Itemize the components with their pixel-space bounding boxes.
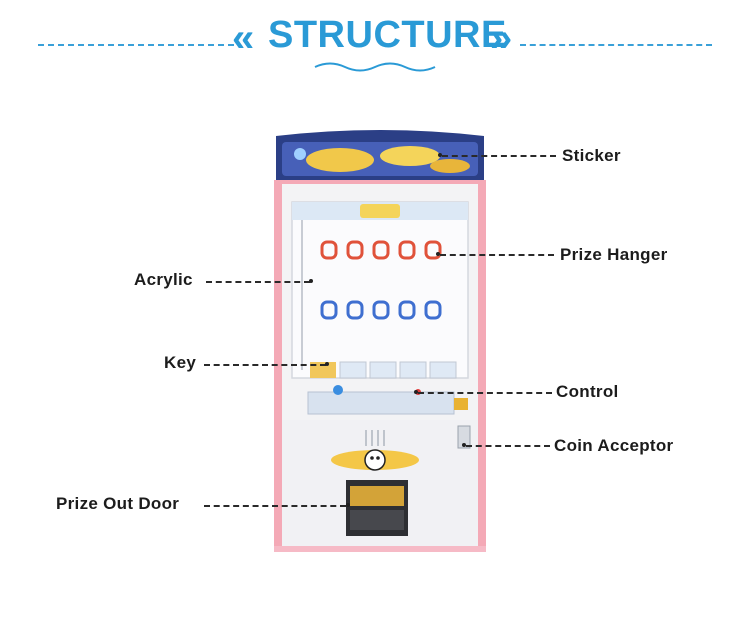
prize-out-door-label: Prize Out Door <box>56 494 180 513</box>
key-leader-line <box>204 364 326 366</box>
section-header: « STRUCTURE » <box>0 0 750 80</box>
coin-acceptor-pointer-dot <box>462 443 466 447</box>
vent <box>365 430 385 446</box>
control-pointer-dot <box>414 390 418 394</box>
key-pointer-dot <box>325 362 329 366</box>
sticker-label: Sticker <box>562 146 621 165</box>
pirate-logo <box>331 449 419 471</box>
prize-hangers-bottom <box>320 300 442 320</box>
sticker-pointer-dot <box>438 153 442 157</box>
prize-hanger-leader-line <box>440 254 554 256</box>
chevron-right-icon: » <box>490 16 513 60</box>
chevron-left-icon: « <box>232 16 255 60</box>
header-divider-right <box>520 44 712 46</box>
prize-out-door-leader-line <box>204 505 346 507</box>
control-label: Control <box>556 382 619 401</box>
wave-decoration-icon <box>314 62 436 72</box>
prize-hanger-label: Prize Hanger <box>560 245 668 264</box>
coin-acceptor-label: Coin Acceptor <box>554 436 674 455</box>
acrylic-window <box>291 201 469 379</box>
key-label: Key <box>164 353 197 372</box>
page-title: STRUCTURE <box>268 14 507 56</box>
acrylic-label: Acrylic <box>134 270 193 289</box>
control-leader-line <box>418 392 552 394</box>
prize-out-door-pointer-dot <box>346 503 350 507</box>
acrylic-pointer-dot <box>309 279 313 283</box>
prize-out-door <box>346 480 408 536</box>
acrylic-leader-line <box>206 281 310 283</box>
selection-buttons <box>310 361 457 379</box>
top-sticker <box>276 130 484 180</box>
sticker-leader-line <box>442 155 556 157</box>
prize-hangers-top <box>320 240 442 260</box>
prize-hanger-pointer-dot <box>436 252 440 256</box>
coin-acceptor <box>457 425 471 449</box>
prize-machine-illustration <box>274 130 486 552</box>
coin-acceptor-leader-line <box>466 445 550 447</box>
header-divider-left <box>38 44 234 46</box>
